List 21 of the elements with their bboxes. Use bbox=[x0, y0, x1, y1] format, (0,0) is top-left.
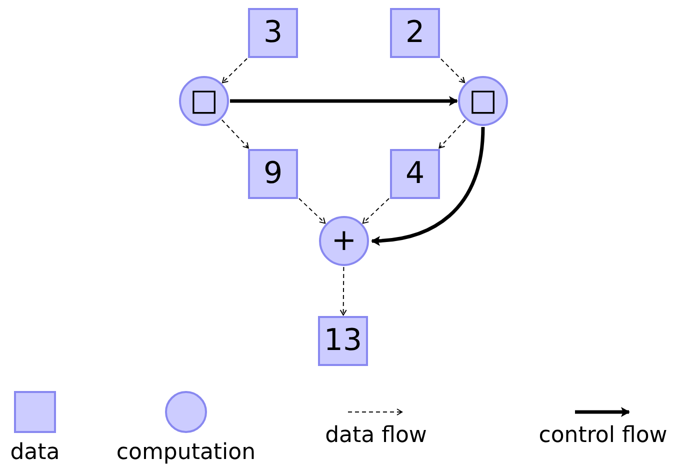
computation-circle: □ bbox=[458, 76, 508, 126]
control-flow-arrow bbox=[371, 126, 485, 246]
computation-circle: □ bbox=[179, 76, 229, 126]
data-flow-arrow bbox=[440, 58, 466, 84]
data-box: 4 bbox=[390, 149, 440, 199]
data-flow-arrow bbox=[340, 266, 347, 316]
legend-text: control flow bbox=[538, 423, 668, 448]
data-flow-arrow bbox=[221, 119, 249, 148]
data-box: 13 bbox=[318, 316, 368, 366]
data-flow-arrow bbox=[222, 58, 248, 84]
computation-circle: + bbox=[319, 216, 369, 266]
data-box: 2 bbox=[390, 8, 440, 58]
data-flow-arrow bbox=[298, 198, 326, 224]
data-box: 3 bbox=[248, 8, 298, 58]
legend-text: computation bbox=[116, 440, 256, 465]
control-flow-arrow bbox=[230, 96, 458, 106]
data-flow-arrow bbox=[362, 198, 390, 224]
legend-text: data bbox=[10, 440, 60, 465]
data-box: 9 bbox=[248, 149, 298, 199]
legend-text: data flow bbox=[325, 423, 427, 448]
data-flow-arrow bbox=[438, 120, 466, 148]
